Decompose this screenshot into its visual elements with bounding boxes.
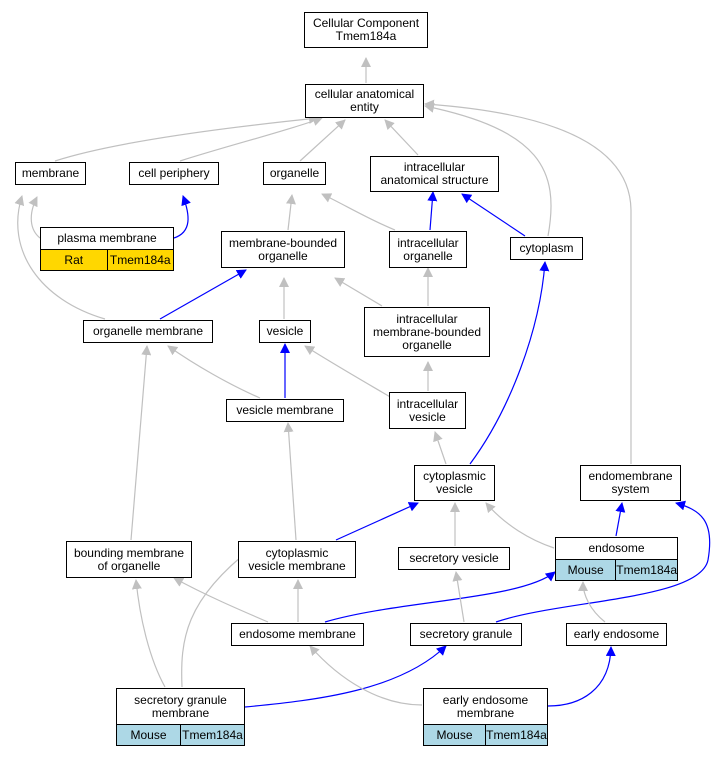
node-bounding-membrane-of-organelle[interactable]: bounding membrane of organelle: [66, 541, 192, 578]
node-early-endosome-membrane[interactable]: early endosome membrane: [423, 688, 548, 725]
edge-is-a-endosome-to-cytoplasmic-vesicle: [485, 502, 555, 549]
node-intracellular-organelle[interactable]: intracellular organelle: [389, 231, 467, 268]
annotation-species: Mouse: [130, 728, 167, 742]
node-cytoplasmic-vesicle[interactable]: cytoplasmic vesicle: [414, 465, 495, 501]
edge-is-a-endomembrane-system-to-cellular-anatomical-entity: [424, 99, 632, 464]
edge-part-of-endosome-to-endomembrane-system: [615, 502, 626, 537]
edge-part-of-organelle-membrane-to-membrane-bounded-organelle: [159, 269, 247, 320]
node-secretory-granule[interactable]: secretory granule: [410, 623, 522, 646]
annotation-gene: Tmem184a: [485, 725, 547, 745]
annotation-species: Mouse: [436, 728, 473, 742]
annotation-species: Mouse: [567, 563, 604, 577]
node-organelle-membrane[interactable]: organelle membrane: [83, 320, 213, 343]
edge-is-a-organelle-membrane-to-membrane: [14, 195, 106, 320]
node-cellular-anatomical-entity[interactable]: cellular anatomical entity: [305, 84, 424, 118]
node-intracellular-membrane-bounded-organelle[interactable]: intracellular membrane-bounded organelle: [364, 307, 490, 357]
edge-is-a-intracellular-organelle-to-organelle: [321, 193, 396, 231]
node-cytoplasm[interactable]: cytoplasm: [510, 237, 583, 260]
edge-part-of-secretory-granule-membrane-to-secretory-granule: [244, 645, 447, 708]
edge-part-of-cytoplasm-to-intracellular-anatomical-structure: [461, 193, 526, 237]
edge-is-a-secretory-granule-to-secretory-vesicle: [452, 571, 465, 623]
annotation-secretory-granule-membrane[interactable]: Mouse Tmem184a: [116, 724, 245, 746]
edge-is-a-secretory-granule-membrane-to-cytoplasmic-vesicle-membrane: [181, 547, 253, 688]
edge-part-of-early-endosome-membrane-to-early-endosome: [547, 646, 616, 707]
annotation-gene: Tmem184a: [180, 725, 244, 745]
node-endomembrane-system[interactable]: endomembrane system: [580, 465, 681, 501]
edge-is-a-vesicle-membrane-to-organelle-membrane: [167, 345, 261, 399]
node-cell-periphery[interactable]: cell periphery: [129, 162, 219, 185]
edge-part-of-cytoplasmic-vesicle-membrane-to-cytoplasmic-vesicle: [335, 502, 419, 541]
node-plasma-membrane[interactable]: plasma membrane: [40, 227, 174, 250]
edge-is-a-intracellular-membrane-bounded-organelle-to-membrane-bounded-organelle: [334, 277, 383, 307]
edge-is-a-organelle-to-cellular-anatomical-entity: [299, 119, 346, 162]
node-organelle[interactable]: organelle: [263, 162, 326, 185]
node-secretory-vesicle[interactable]: secretory vesicle: [398, 547, 510, 570]
node-membrane[interactable]: membrane: [15, 162, 86, 185]
node-membrane-bounded-organelle[interactable]: membrane-bounded organelle: [221, 231, 345, 268]
edge-is-a-cytoplasmic-vesicle-to-intracellular-vesicle: [433, 431, 447, 465]
edge-part-of-cytoplasmic-vesicle-to-cytoplasm: [469, 261, 550, 465]
edge-is-a-plasma-membrane-to-membrane: [28, 196, 41, 239]
edge-part-of-plasma-membrane-to-cell-periphery: [173, 195, 191, 239]
edge-is-a-intracellular-vesicle-to-vesicle: [304, 345, 393, 399]
node-endosome[interactable]: endosome: [555, 537, 678, 560]
edge-is-a-cytoplasmic-vesicle-membrane-to-vesicle-membrane: [283, 422, 297, 541]
edge-is-a-cell-periphery-to-cellular-anatomical-entity: [179, 116, 323, 162]
node-secretory-granule-membrane[interactable]: secretory granule membrane: [116, 688, 245, 725]
annotation-species: Rat: [64, 253, 84, 267]
edge-is-a-secretory-granule-membrane-to-bounding-membrane-of-organelle: [131, 579, 166, 688]
node-vesicle-membrane[interactable]: vesicle membrane: [226, 399, 344, 422]
annotation-plasma-membrane[interactable]: Rat Tmem184a: [40, 249, 174, 271]
edge-is-a-early-endosome-membrane-to-endosome-membrane: [309, 645, 423, 706]
node-endosome-membrane[interactable]: endosome membrane: [231, 623, 364, 646]
node-intracellular-anatomical-structure[interactable]: intracellular anatomical structure: [370, 156, 499, 192]
edge-is-a-membrane-to-cellular-anatomical-entity: [54, 113, 319, 162]
node-vesicle[interactable]: vesicle: [259, 320, 311, 343]
annotation-early-endosome-membrane[interactable]: Mouse Tmem184a: [423, 724, 548, 746]
annotation-gene: Tmem184a: [615, 560, 677, 580]
annotation-endosome[interactable]: Mouse Tmem184a: [555, 559, 678, 581]
node-intracellular-vesicle[interactable]: intracellular vesicle: [389, 392, 466, 429]
edge-part-of-intracellular-organelle-to-intracellular-anatomical-structure: [427, 191, 438, 231]
node-cytoplasmic-vesicle-membrane[interactable]: cytoplasmic vesicle membrane: [238, 541, 356, 578]
annotation-gene: Tmem184a: [106, 250, 174, 270]
edge-is-a-intracellular-anatomical-structure-to-cellular-anatomical-entity: [384, 119, 419, 156]
edge-is-a-early-endosome-to-endosome: [578, 581, 606, 623]
edge-is-a-membrane-bounded-organelle-to-organelle: [286, 194, 296, 231]
edge-is-a-cytoplasm-to-cellular-anatomical-entity: [424, 102, 552, 237]
edge-is-a-bounding-membrane-of-organelle-to-organelle-membrane: [130, 345, 152, 541]
node-cellular-component-tmem184a[interactable]: Cellular Component Tmem184a: [304, 12, 428, 48]
edge-part-of-secretory-granule-to-endomembrane-system: [495, 500, 711, 623]
node-early-endosome[interactable]: early endosome: [566, 623, 667, 646]
edge-part-of-endosome-membrane-to-endosome: [324, 571, 556, 623]
edge-is-a-endosome-membrane-to-bounding-membrane-of-organelle: [173, 577, 269, 623]
